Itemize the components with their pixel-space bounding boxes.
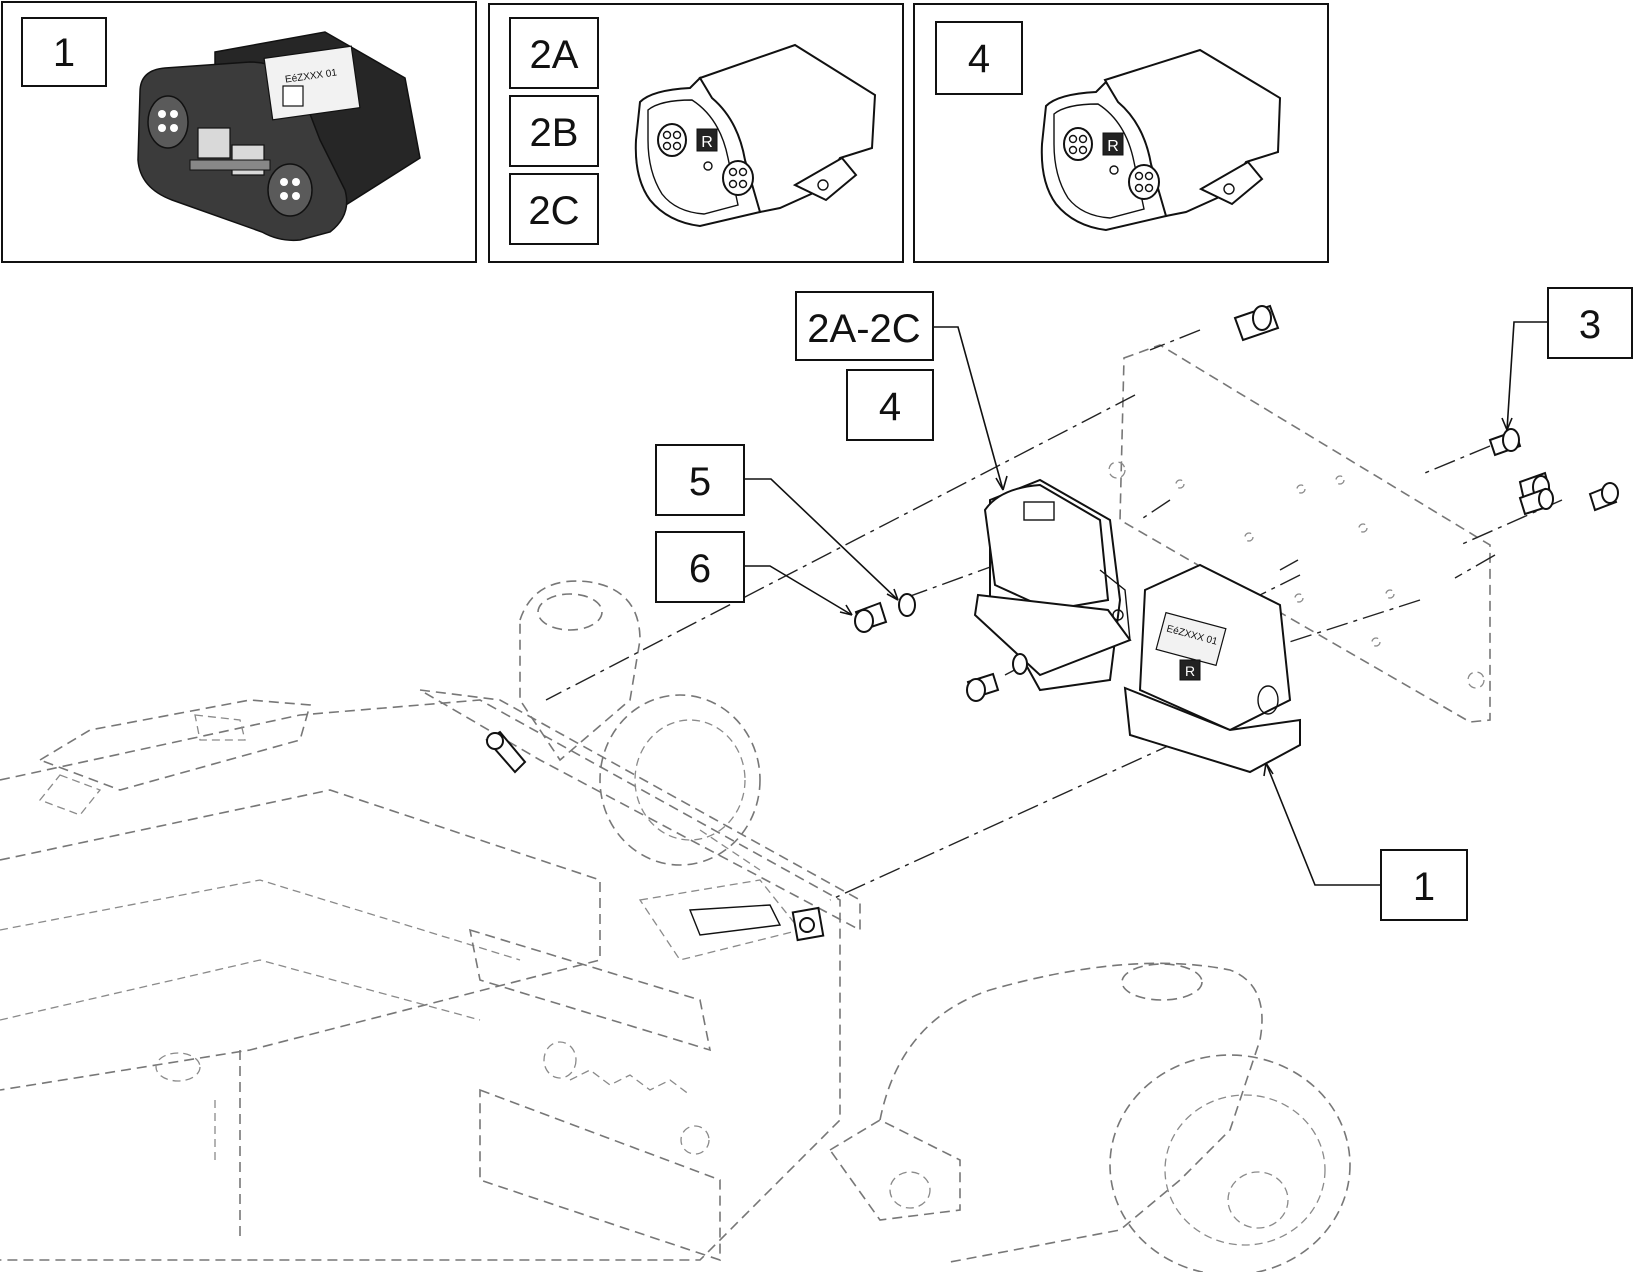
inset-label-2b: 2B xyxy=(530,111,579,155)
chassis-fasteners xyxy=(485,730,825,942)
inset-label-box-1 xyxy=(21,17,107,87)
inset-label-4: 4 xyxy=(968,37,990,81)
callout-2a-2c-label: 2A-2C xyxy=(807,307,920,351)
inset-label-box-2c xyxy=(509,173,599,245)
inset-label-box-2a xyxy=(509,17,599,89)
callout-3: 3 xyxy=(1547,287,1633,359)
power-module-dark: EéZXXX 01 xyxy=(137,31,421,242)
callout-6: 6 xyxy=(655,531,745,603)
washer-item-5 xyxy=(898,593,1028,675)
callout-5: 5 xyxy=(655,444,745,516)
callout-1: 1 xyxy=(1380,849,1468,921)
chassis-ghost-outline xyxy=(0,580,1351,1276)
callout-2a-2c: 2A-2C xyxy=(795,291,934,361)
connector-cover-4: R xyxy=(1040,48,1282,232)
inset-panel-item-4: 4 R xyxy=(913,3,1329,263)
inset-label-1: 1 xyxy=(53,31,75,75)
inset-label-2c: 2C xyxy=(528,189,579,233)
callout-4: 4 xyxy=(846,369,934,441)
inset-panel-item-2: 2A 2B 2C R xyxy=(488,3,904,263)
main-module-logo-letter: R xyxy=(1185,663,1195,679)
callout-3-label: 3 xyxy=(1579,303,1601,347)
leader-lines xyxy=(744,321,1548,886)
callout-5-label: 5 xyxy=(689,460,711,504)
callout-1-label: 1 xyxy=(1413,865,1435,909)
inset-panel-item-1: 1 EéZXXX 01 xyxy=(1,1,477,263)
inset-label-2a: 2A xyxy=(530,33,579,77)
callout-4-label: 4 xyxy=(879,385,901,429)
connector-cover-2a-2c: R xyxy=(634,43,877,228)
connector-cover-main xyxy=(973,478,1132,692)
inset-label-box-4 xyxy=(935,21,1023,95)
brand-logo-letter-2: R xyxy=(1107,138,1119,155)
brand-logo-icon xyxy=(282,85,304,107)
screws-item-3 xyxy=(1233,304,1619,516)
mounting-plate-ghost xyxy=(1108,344,1491,723)
inset-label-box-2b xyxy=(509,95,599,167)
power-module-main: EéZXXX 01 R xyxy=(1123,563,1301,774)
screw-item-6 xyxy=(854,601,1000,702)
brand-logo-letter: R xyxy=(701,134,713,151)
callout-6-label: 6 xyxy=(689,547,711,591)
